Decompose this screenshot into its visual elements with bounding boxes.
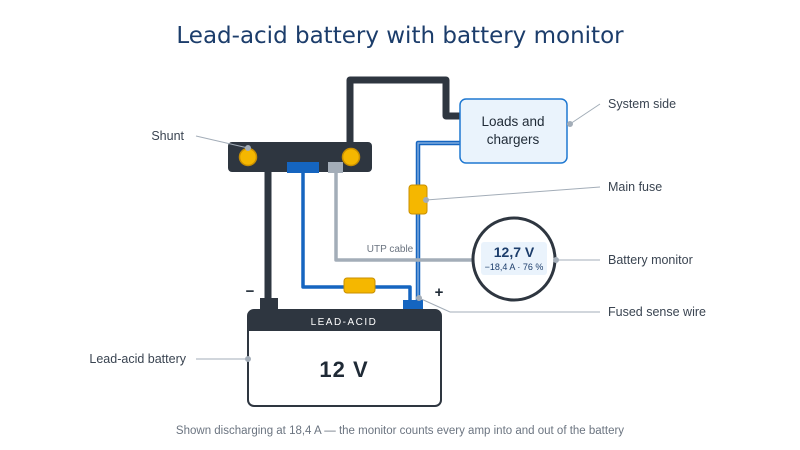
battery-name-label: Lead-acid battery <box>89 352 186 366</box>
utp-cable-label: UTP cable <box>367 244 414 255</box>
sense-wire-fuse <box>343 277 376 294</box>
shunt-terminal-left <box>238 147 258 167</box>
loads-and-chargers-box <box>459 98 568 164</box>
positive-wire-highlight <box>417 142 464 306</box>
utp-cable <box>334 173 472 262</box>
positive-main-wire <box>415 140 464 306</box>
diagram-title: Lead-acid battery with battery monitor <box>176 23 624 49</box>
monitor-display <box>481 242 547 275</box>
battery-plus-symbol: + <box>435 284 444 301</box>
battery-positive-terminal <box>403 300 423 310</box>
battery-top-band <box>248 310 441 331</box>
system-side-label: System side <box>608 97 676 111</box>
callout-leaders <box>195 103 601 362</box>
monitor-detail: −18,4 A · 76 % <box>485 262 544 272</box>
battery-monitor-label: Battery monitor <box>608 253 693 267</box>
shunt-label: Shunt <box>151 129 184 143</box>
caption: Shown discharging at 18,4 A — the monito… <box>176 425 624 437</box>
battery-negative-terminal <box>260 298 278 310</box>
battery-type-label: LEAD-ACID <box>311 317 378 328</box>
shunt-utp-connector <box>328 162 343 173</box>
main-fuse-label: Main fuse <box>608 180 662 194</box>
fused-sense-wire-label: Fused sense wire <box>608 305 706 319</box>
monitor-voltage: 12,7 V <box>494 244 535 260</box>
shunt-sense-connector <box>287 162 319 173</box>
loads-label-line1: Loads and <box>481 114 544 129</box>
loads-label-line2: chargers <box>487 132 540 147</box>
battery-minus-symbol: − <box>246 283 255 300</box>
battery-voltage-label: 12 V <box>319 357 368 382</box>
negative-system-wire <box>346 76 462 150</box>
shunt-terminal-right <box>341 147 361 167</box>
